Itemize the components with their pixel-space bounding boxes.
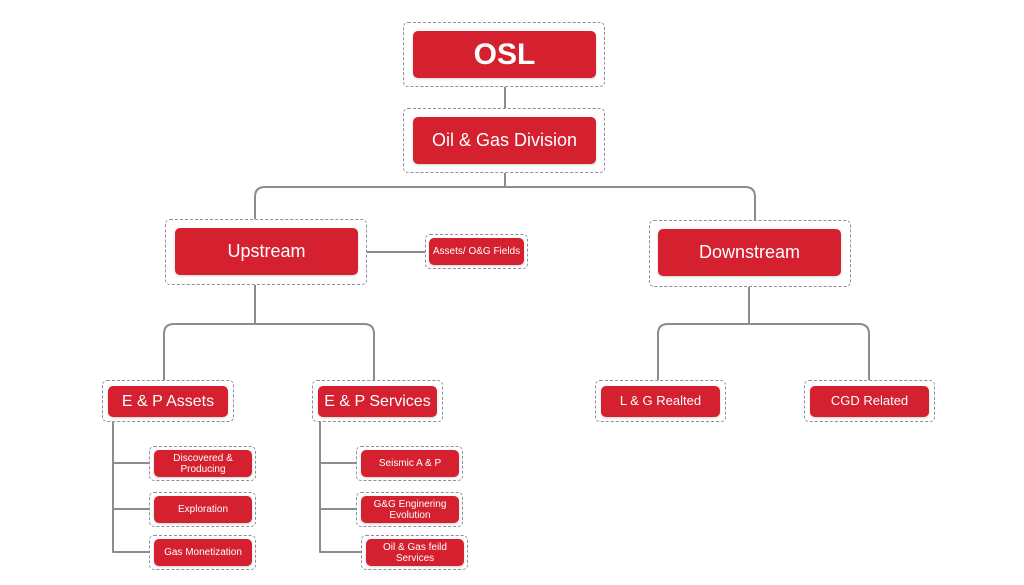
osl-label: OSL [473, 38, 536, 71]
downstream-node: Downstream [658, 229, 841, 276]
cgd-related-label: CGD Related [830, 393, 909, 409]
downstream-label: Downstream [698, 241, 801, 262]
connector-downstream-branches [657, 286, 870, 382]
discovered-producing-node: Discovered & Producing [154, 450, 252, 477]
assets-fields-node: Assets/ O&G Fields [429, 238, 524, 265]
gas-monetization-label: Gas Monetization [164, 547, 242, 558]
oil-gas-division-node: Oil & Gas Division [413, 117, 596, 164]
discovered-producing-label: Discovered & Producing [173, 452, 233, 475]
gas-monetization-node: Gas Monetization [154, 539, 252, 566]
oil-gas-services-label: Oil & Gas feild Services [383, 541, 447, 564]
lg-realted-label: L & G Realted [619, 393, 702, 409]
connector-upstream-branches [163, 284, 375, 382]
gg-engineering-node: G&G Enginering Evolution [361, 496, 459, 523]
ep-assets-node: E & P Assets [108, 386, 228, 417]
gg-engineering-label: G&G Enginering Evolution [373, 498, 447, 521]
connector-division-branches [254, 164, 756, 222]
upstream-node: Upstream [175, 228, 358, 275]
seismic-node: Seismic A & P [361, 450, 459, 477]
seismic-label: Seismic A & P [378, 458, 442, 469]
connector-ep-assets-children [112, 421, 151, 553]
upstream-label: Upstream [227, 240, 306, 261]
oil-gas-division-label: Oil & Gas Division [431, 129, 578, 150]
lg-realted-node: L & G Realted [601, 386, 720, 417]
osl-node: OSL [413, 31, 596, 78]
ep-services-node: E & P Services [318, 386, 437, 417]
exploration-node: Exploration [154, 496, 252, 523]
oil-gas-services-node: Oil & Gas feild Services [366, 539, 464, 566]
assets-fields-label: Assets/ O&G Fields [432, 246, 521, 257]
connector-ep-services-children [319, 421, 363, 553]
exploration-label: Exploration [177, 504, 229, 515]
cgd-related-node: CGD Related [810, 386, 929, 417]
ep-assets-label: E & P Assets [121, 392, 215, 410]
ep-services-label: E & P Services [324, 392, 431, 410]
